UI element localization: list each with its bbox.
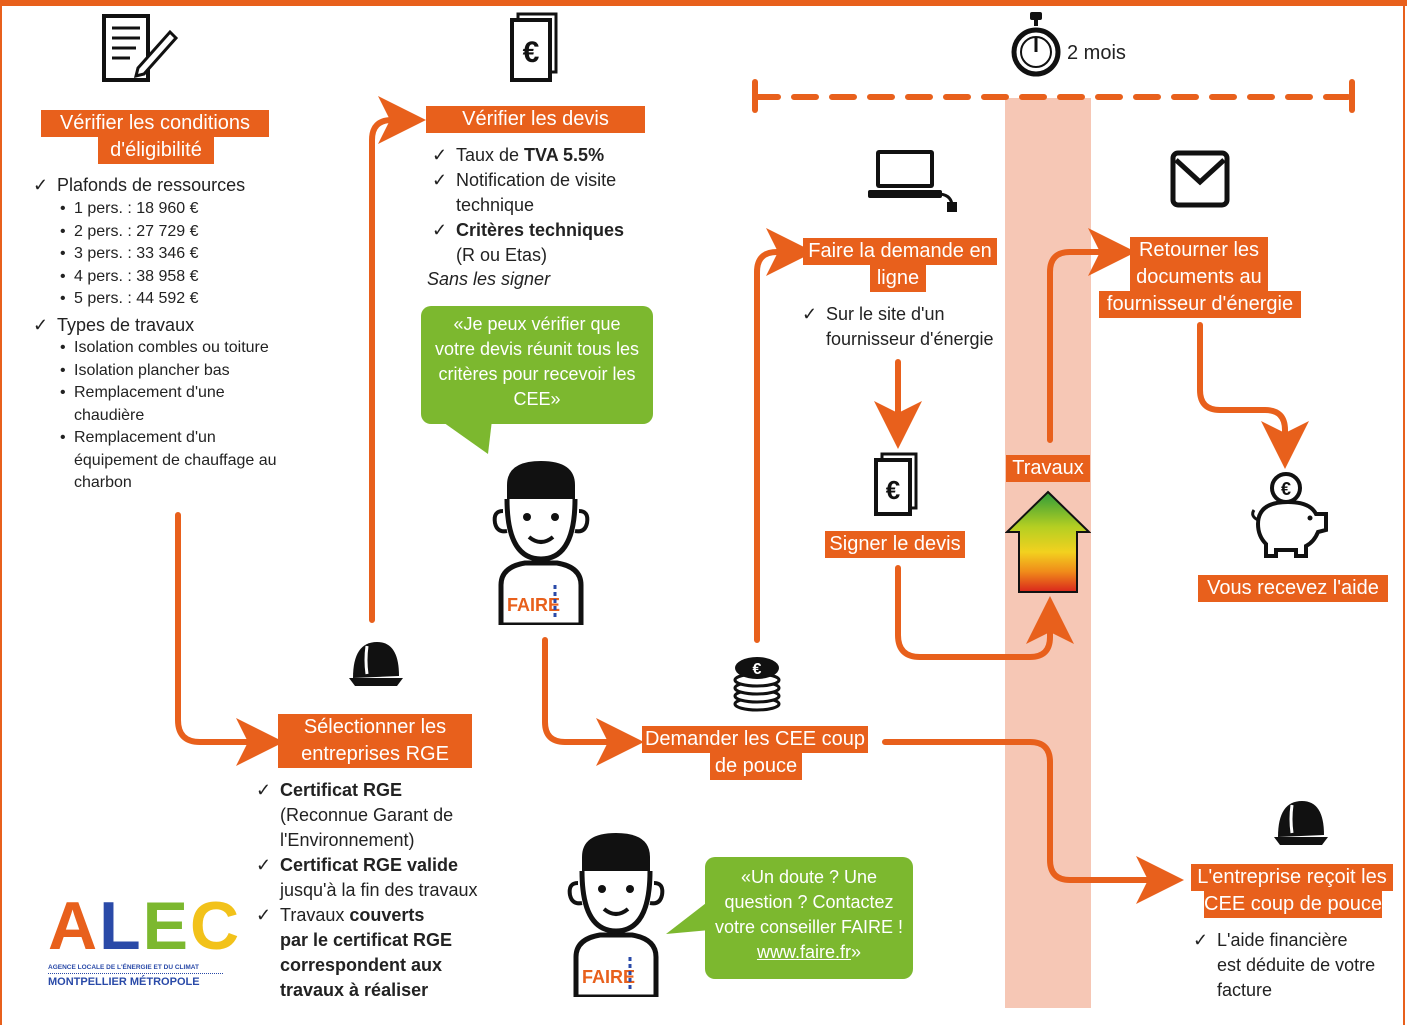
top-border: [0, 0, 1407, 6]
quote-note: Sans les signer: [427, 269, 551, 289]
faire-link[interactable]: www.faire.fr: [756, 942, 851, 962]
faire-badge: FAIRE: [507, 595, 560, 615]
advisor-avatar-2: FAIRE: [567, 833, 665, 997]
faire-badge-2: FAIRE: [582, 967, 635, 987]
invoice-euro-icon-2: €: [874, 452, 918, 516]
step-company-receives-title-2: CEE coup de pouce: [1204, 891, 1382, 918]
step-online-request-title-2: ligne: [870, 265, 926, 292]
laptop-icon: [868, 150, 957, 212]
step-verify-eligibility-title: Vérifier les conditions: [41, 110, 269, 137]
step-online-request-title: Faire la demande en: [803, 238, 997, 265]
work-types-list: •Isolation combles ou toiture •Isolation…: [60, 339, 277, 491]
rge-checks: ✓Certificat RGE (Reconnue Garant de l'En…: [256, 780, 478, 1000]
hardhat-icon-2: [1274, 801, 1328, 845]
document-pen-icon: [102, 14, 179, 82]
step-return-docs-title: Retourner les: [1130, 237, 1268, 264]
step-works-title: Travaux: [1006, 455, 1090, 482]
stopwatch-icon: [1011, 12, 1061, 77]
step-request-cee-title-2: de pouce: [710, 753, 802, 780]
advisor-avatar: FAIRE: [492, 461, 590, 625]
svg-text:€: €: [886, 475, 900, 505]
alec-logo: ALEC AGENCE LOCALE DE L'ÉNERGIE ET DU CL…: [48, 888, 242, 988]
duration-label: 2 mois: [1067, 42, 1126, 64]
step-select-rge-title: Sélectionner les entreprises RGE: [278, 714, 472, 768]
coins-euro-icon: €: [733, 657, 781, 712]
energy-house-icon: [1005, 490, 1091, 593]
step-return-docs-title-2: documents au: [1130, 264, 1268, 291]
advisor-speech-bubble: «Je peux vérifier que votre devis réunit…: [421, 306, 653, 424]
envelope-icon: [1170, 150, 1230, 208]
bubble-tail-2: [666, 900, 710, 934]
step-sign-quote-title: Signer le devis: [825, 531, 965, 558]
svg-text:€: €: [523, 36, 540, 69]
piggy-bank-icon: €: [1251, 472, 1328, 558]
step-request-cee-title: Demander les CEE coup: [642, 726, 868, 753]
svg-text:€: €: [1281, 479, 1291, 499]
criteria-income: ✓Plafonds de ressources: [33, 175, 246, 195]
invoice-euro-icon: €: [510, 12, 558, 82]
svg-text:€: €: [753, 661, 762, 678]
online-request-check: ✓Sur le site d'un fournisseur d'énergie: [802, 304, 994, 349]
bubble-tail: [440, 420, 492, 454]
step-verify-eligibility-title-2: d'éligibilité: [98, 137, 214, 164]
income-limits-list: •1 pers. : 18 960 € •2 pers. : 27 729 € …: [60, 200, 199, 307]
quote-checks: ✓Taux de TVA 5.5% ✓Notification de visit…: [432, 145, 625, 265]
step-receive-aid-title: Vous recevez l'aide: [1198, 575, 1388, 602]
step-company-receives-title: L'entreprise reçoit les: [1191, 864, 1393, 891]
contact-speech-bubble: «Un doute ? Une question ? Contactez vot…: [705, 857, 913, 979]
hardhat-icon: [349, 642, 403, 686]
criteria-work-types: ✓Types de travaux: [33, 315, 195, 335]
company-receives-check: ✓L'aide financière est déduite de votre …: [1193, 930, 1376, 1000]
step-return-docs-title-3: fournisseur d'énergie: [1099, 291, 1301, 318]
step-verify-quotes-title: Vérifier les devis: [426, 106, 645, 133]
